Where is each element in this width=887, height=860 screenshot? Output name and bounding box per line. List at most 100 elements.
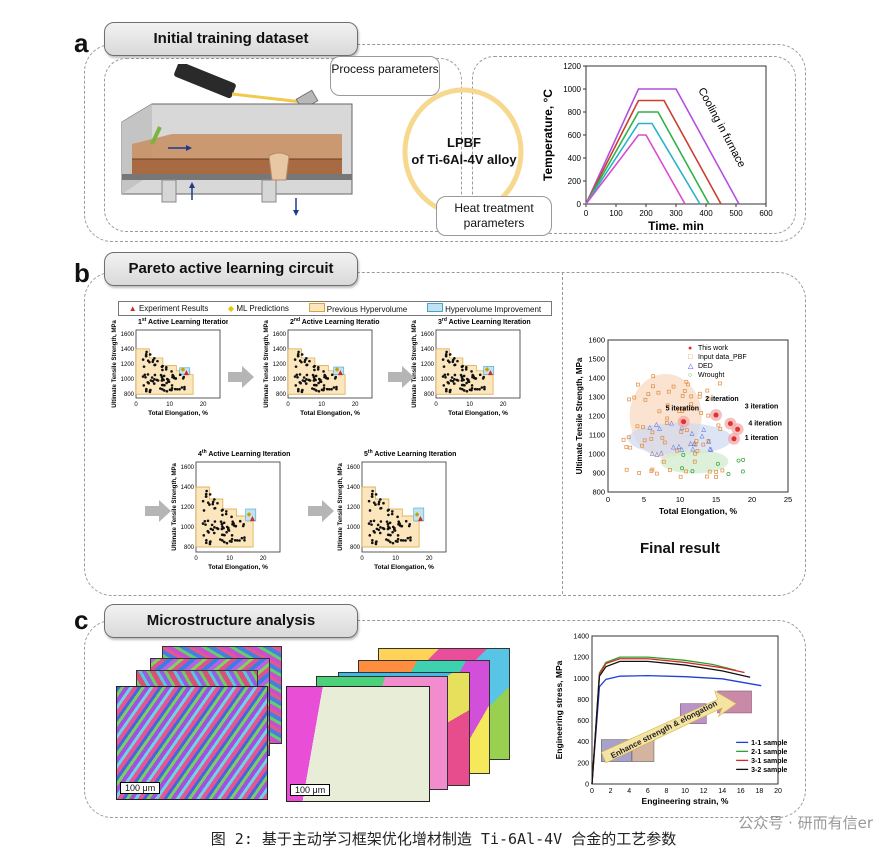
data-point	[222, 521, 226, 525]
data-point	[448, 353, 452, 356]
pbf-point	[646, 392, 651, 397]
pbf-point	[624, 445, 629, 449]
data-point	[178, 388, 181, 391]
data-point	[204, 523, 207, 526]
data-point	[388, 521, 392, 525]
x-tick-label: 14	[718, 788, 726, 795]
x-axis-label: Total Elongation, %	[208, 564, 268, 571]
x-tick-label: 2	[609, 788, 613, 795]
data-point	[311, 373, 315, 377]
wrought-point	[726, 472, 731, 477]
heat-treatment-box: Heat treatment parameters	[436, 196, 552, 236]
y-tick-label: 1500	[588, 355, 605, 364]
data-point	[387, 513, 390, 517]
y-tick-label: 1200	[563, 62, 581, 71]
this-work-point	[713, 412, 719, 418]
data-point	[305, 373, 309, 377]
data-point	[204, 541, 208, 545]
data-point	[142, 384, 146, 387]
data-point	[183, 385, 186, 389]
data-point	[305, 378, 308, 381]
iteration-title: 5th Active Learning Iteration	[364, 449, 456, 458]
y-tick-label: 800	[424, 392, 435, 398]
data-point	[243, 538, 246, 542]
data-point	[300, 390, 304, 394]
x-tick-label: 10	[676, 495, 684, 504]
data-point	[146, 373, 150, 376]
data-point	[391, 510, 394, 513]
pbf-point	[661, 459, 666, 464]
data-point	[153, 378, 156, 381]
experiment-marker	[417, 516, 423, 521]
data-point	[221, 508, 224, 512]
pareto-legend: ▲ Experiment Results ◆ ML Predictions Pr…	[118, 301, 552, 316]
data-point	[446, 359, 450, 363]
data-point	[296, 354, 300, 358]
pbf-point	[651, 374, 656, 379]
data-point	[213, 520, 217, 523]
ml-prediction-marker: ◆	[485, 367, 490, 373]
ded-point: △	[654, 422, 659, 428]
data-point	[216, 501, 219, 505]
pbf-point	[621, 437, 626, 442]
data-point	[453, 356, 456, 360]
final-result-title: Final result	[639, 540, 721, 557]
data-point	[335, 387, 338, 391]
data-point	[147, 381, 150, 385]
previous-hypervolume	[287, 348, 346, 395]
data-point	[370, 523, 373, 526]
data-point	[316, 368, 320, 371]
pbf-point	[660, 435, 665, 440]
pbf-point	[643, 397, 648, 402]
y-tick-label: 1600	[121, 332, 135, 338]
data-point	[178, 373, 182, 377]
data-point	[170, 386, 174, 390]
data-point	[219, 538, 222, 541]
y-tick-label: 800	[184, 545, 195, 551]
y-tick-label: 1200	[588, 412, 605, 421]
data-point	[161, 364, 164, 368]
process-parameters-label: Process parameters	[331, 62, 439, 76]
data-point	[367, 499, 371, 503]
data-point	[462, 374, 466, 378]
data-point	[394, 539, 398, 543]
data-point	[442, 365, 446, 368]
x-tick-label: 0	[434, 402, 438, 408]
temperature-series	[585, 111, 710, 205]
x-tick-label: 20	[260, 556, 267, 562]
data-point	[304, 382, 308, 385]
data-point	[374, 503, 377, 506]
ded-point: △	[700, 434, 705, 440]
data-point	[470, 384, 474, 387]
pbf-point	[707, 469, 712, 474]
y-axis-label: Temperature, °C	[541, 89, 555, 181]
y-tick-label: 1400	[273, 347, 287, 353]
data-point	[243, 536, 246, 539]
iteration-title: 3rd Active Learning Iteration	[438, 317, 531, 326]
data-point	[230, 534, 234, 537]
ded-point: △	[657, 426, 662, 432]
x-tick-label: 500	[729, 209, 743, 218]
ded-point: △	[647, 425, 652, 431]
iteration-annotation: 1 iteration	[745, 435, 778, 442]
printer-frame	[104, 58, 462, 232]
arrow-right-icon	[308, 500, 334, 522]
wrought-point	[740, 469, 745, 474]
y-axis-label: Engineering stress, MPa	[554, 660, 564, 759]
data-point	[459, 373, 463, 377]
pbf-point	[624, 467, 629, 472]
process-parameters-box: Process parameters	[330, 56, 440, 96]
data-point	[447, 381, 450, 385]
ded-point: △	[692, 441, 697, 447]
data-point	[388, 540, 392, 544]
data-point	[368, 509, 372, 512]
data-point	[367, 522, 371, 525]
data-point	[233, 539, 237, 542]
data-point	[409, 538, 412, 542]
data-point	[377, 500, 381, 504]
alloy-label: of Ti-6Al-4V alloy	[411, 152, 517, 167]
data-point	[404, 519, 408, 523]
data-point	[386, 522, 390, 526]
data-point	[322, 386, 326, 390]
